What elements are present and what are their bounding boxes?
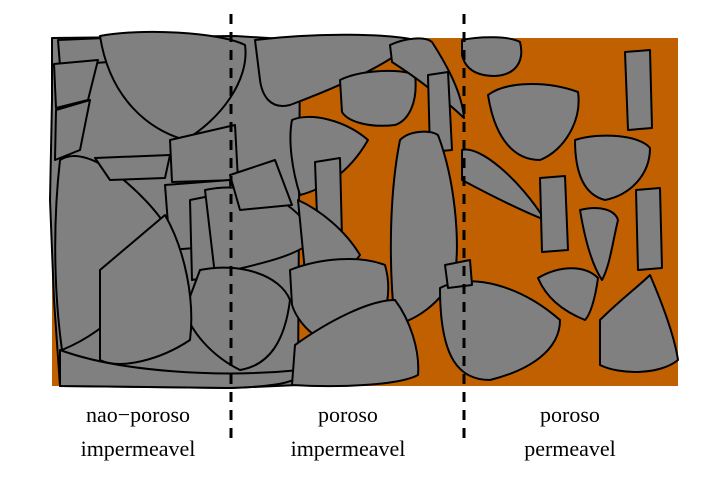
label-nao-poroso-impermeavel: nao−poroso impermeavel xyxy=(38,398,238,466)
grain xyxy=(487,83,580,161)
label-line-2: impermeavel xyxy=(80,436,196,461)
grain xyxy=(99,214,193,365)
grain xyxy=(427,71,453,153)
label-poroso-permeavel: poroso permeavel xyxy=(470,398,670,466)
label-line-1: poroso xyxy=(318,402,378,427)
grain xyxy=(461,36,523,77)
grain xyxy=(99,30,247,141)
grain xyxy=(537,267,599,321)
grain xyxy=(579,207,619,281)
grain xyxy=(254,33,416,107)
label-line-1: nao−poroso xyxy=(85,402,191,427)
grain xyxy=(54,99,91,161)
grain xyxy=(439,280,561,381)
grain xyxy=(229,159,293,211)
label-poroso-impermeavel: poroso impermeavel xyxy=(248,398,448,466)
grain xyxy=(599,274,679,373)
grain xyxy=(59,349,301,389)
grain xyxy=(624,49,653,131)
grain xyxy=(444,259,473,289)
grain xyxy=(539,175,569,253)
label-line-2: permeavel xyxy=(524,436,616,461)
grain xyxy=(339,69,417,127)
grain xyxy=(291,299,420,388)
grain xyxy=(574,134,651,201)
grain xyxy=(635,187,663,271)
label-line-2: impermeavel xyxy=(290,436,406,461)
grain xyxy=(184,266,291,371)
grain xyxy=(94,154,171,181)
grain-group xyxy=(49,30,679,389)
label-line-1: poroso xyxy=(540,402,600,427)
